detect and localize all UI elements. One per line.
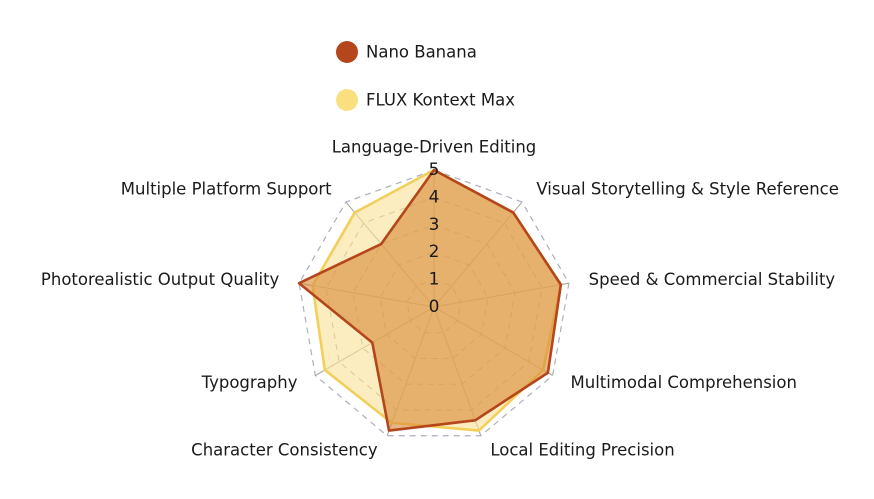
series-area — [297, 168, 563, 432]
series-nano-banana — [297, 168, 563, 432]
radial-tick-2: 2 — [429, 242, 440, 262]
legend-marker-nano-banana — [336, 41, 358, 63]
chart-legend: Nano Banana FLUX Kontext Max — [336, 41, 515, 111]
legend-label-flux-kontext-max: FLUX Kontext Max — [366, 91, 515, 110]
axis-label-multimodal-comprehension: Multimodal Comprehension — [571, 373, 797, 392]
radial-tick-1: 1 — [429, 270, 440, 290]
radar-series-layer — [297, 168, 563, 432]
grid-ring-5 — [298, 169, 570, 437]
radial-tick-4: 4 — [429, 187, 440, 207]
axis-label-character-consistency: Character Consistency — [191, 440, 378, 459]
axis-label-photorealistic-output-quality: Photorealistic Output Quality — [41, 270, 280, 289]
axis-label-visual-storytelling-style-reference: Visual Storytelling & Style Reference — [536, 179, 839, 198]
legend-marker-flux-kontext-max — [336, 89, 358, 111]
axis-label-speed-commercial-stability: Speed & Commercial Stability — [589, 270, 836, 289]
axis-label-local-editing-precision: Local Editing Precision — [490, 440, 674, 459]
radial-tick-3: 3 — [429, 215, 440, 235]
axis-label-language-driven-editing: Language-Driven Editing — [332, 138, 537, 157]
legend-label-nano-banana: Nano Banana — [366, 43, 477, 62]
radial-tick-5: 5 — [429, 160, 440, 180]
radial-tick-0: 0 — [429, 297, 440, 317]
axis-label-typography: Typography — [201, 373, 298, 392]
axis-label-multiple-platform-support: Multiple Platform Support — [121, 179, 332, 198]
radial-tick-labels: 0 1 2 3 4 5 — [429, 160, 440, 317]
